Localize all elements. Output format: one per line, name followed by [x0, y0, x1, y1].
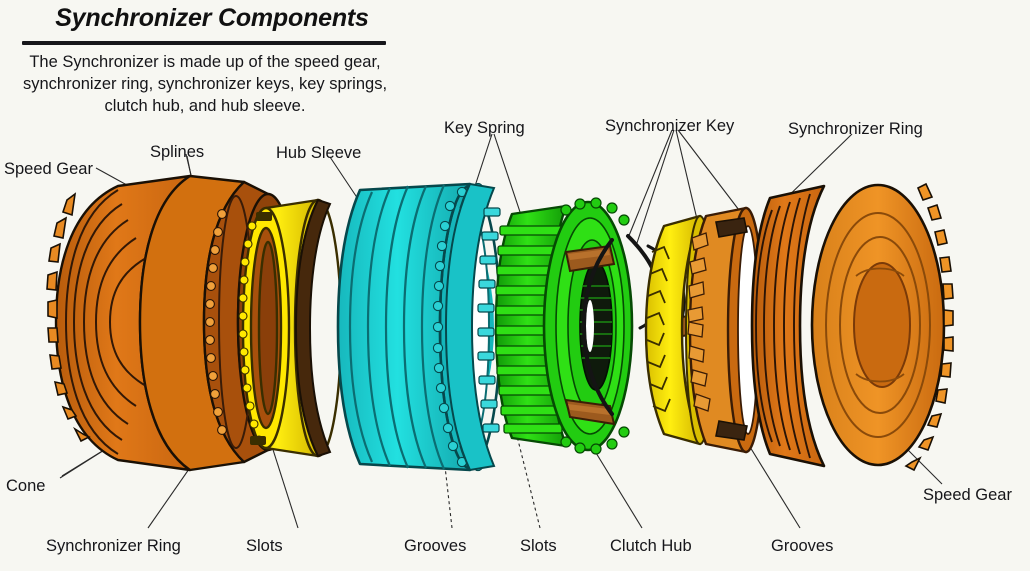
- splines-ring-left: [205, 195, 254, 449]
- component-synchronizer-ring-left: [238, 198, 343, 458]
- callout-label-speed-gear-right: Speed Gear: [923, 486, 1012, 504]
- component-hub-sleeve: [336, 182, 502, 472]
- callout-label-synchronizer-ring-bot: Synchronizer Ring: [46, 537, 181, 555]
- gear-bore-right: [853, 262, 911, 388]
- title-underline: [22, 41, 386, 45]
- helical-teeth-right: [755, 193, 811, 459]
- callout-label-splines: Splines: [150, 143, 205, 161]
- callout-label-synchronizer-key: Synchronizer Key: [605, 117, 735, 135]
- sleeve-grooves: [348, 184, 446, 470]
- callout-label-cone: Cone: [6, 477, 46, 495]
- callout-label-clutch-hub: Clutch Hub: [610, 537, 692, 555]
- callout-label-slots-left: Slots: [246, 537, 283, 555]
- gear-teeth-left: [46, 192, 91, 443]
- ring-teeth-right: [646, 245, 671, 413]
- sleeve-rim-teeth: [477, 207, 501, 433]
- callout-label-speed-gear-left: Speed Gear: [4, 160, 93, 178]
- blocker-ring-teeth: [687, 232, 711, 412]
- gear-teeth-right: [904, 182, 954, 472]
- callout-label-slots-right: Slots: [520, 537, 557, 555]
- callout-label-hub-sleeve: Hub Sleeve: [276, 144, 362, 162]
- callout-label-key-spring: Key Spring: [444, 119, 525, 137]
- hub-rim-teeth: [560, 197, 630, 455]
- page-title: Synchronizer Components: [55, 4, 369, 32]
- callout-label-grooves-right: Grooves: [771, 537, 834, 555]
- callout-label-synchronizer-ring-top: Synchronizer Ring: [788, 120, 923, 138]
- ring-teeth-left: [238, 221, 264, 445]
- helical-teeth-left: [65, 189, 147, 455]
- page-title-wrap: Synchronizer Components: [22, 4, 402, 33]
- gear-face-rings-right: [825, 212, 931, 438]
- description-text: The Synchronizer is made up of the speed…: [22, 53, 388, 115]
- ring-slots-left: [250, 212, 272, 445]
- component-speed-gear-right: [750, 182, 954, 472]
- callout-label-grooves-left: Grooves: [404, 537, 467, 555]
